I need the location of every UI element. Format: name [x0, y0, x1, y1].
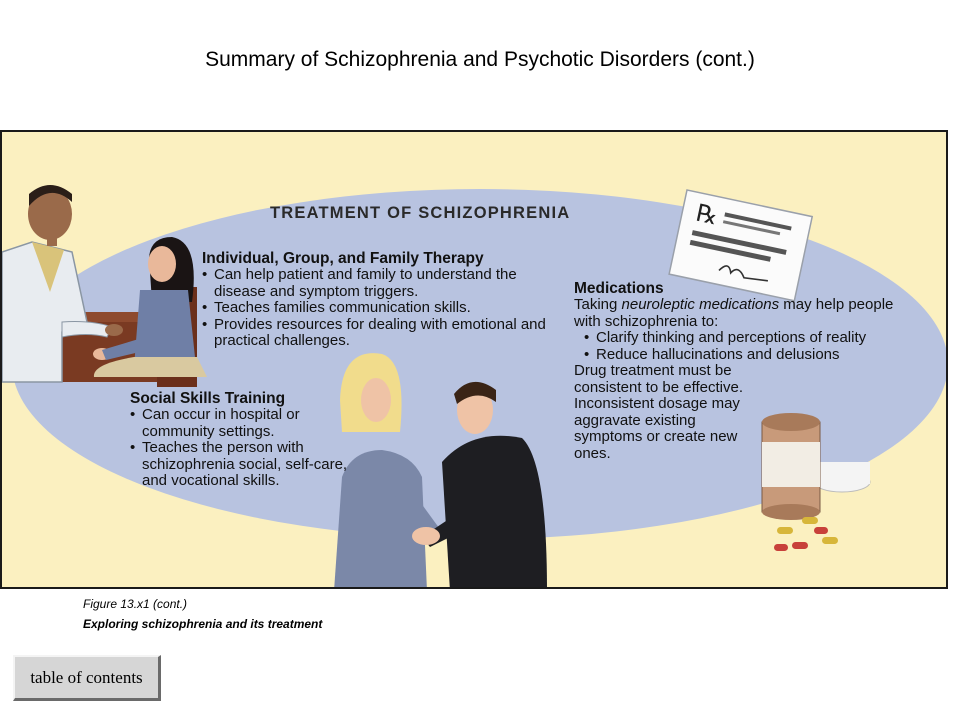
therapy-bullet: Teaches families communication skills.	[202, 299, 572, 317]
figure-heading: TREATMENT OF SCHIZOPHRENIA	[270, 204, 571, 222]
medications-bullet: Clarify thinking and perceptions of real…	[584, 329, 904, 347]
medications-intro-end: may help people with schizophrenia to:	[574, 296, 894, 330]
treatment-figure: ℞	[0, 130, 948, 589]
medications-intro-start: Taking	[574, 296, 622, 313]
table-of-contents-button[interactable]: table of contents	[13, 655, 161, 701]
social-skills-title: Social Skills Training	[130, 390, 286, 407]
figure-caption: Exploring schizophrenia and its treatmen…	[83, 617, 323, 631]
pill-bottle-illustration	[761, 413, 871, 551]
social-skills-bullet: Can occur in hospital or community setti…	[130, 406, 370, 440]
social-skills-section: Social Skills Training Can occur in hosp…	[130, 390, 370, 490]
medications-intro-emphasis: neuroleptic medications	[621, 296, 780, 313]
medications-intro: Taking neuroleptic medications may help …	[574, 296, 904, 330]
handshake-illustration	[334, 353, 547, 587]
therapy-bullet: Can help patient and family to understan…	[202, 266, 572, 300]
medications-bullet: Reduce hallucinations and delusions	[584, 346, 904, 364]
slide-title: Summary of Schizophrenia and Psychotic D…	[205, 48, 755, 71]
therapy-title: Individual, Group, and Family Therapy	[202, 250, 484, 267]
medications-bullets: Clarify thinking and perceptions of real…	[574, 329, 904, 364]
therapy-bullet: Provides resources for dealing with emot…	[202, 316, 572, 350]
figure-number: Figure 13.x1 (cont.)	[83, 597, 188, 611]
medications-title: Medications	[574, 280, 664, 297]
therapy-section: Individual, Group, and Family Therapy Ca…	[202, 250, 572, 350]
prescription-illustration: ℞	[668, 189, 814, 302]
social-skills-bullet: Teaches the person with schizophrenia so…	[130, 439, 370, 490]
medications-section: Medications Taking neuroleptic medicatio…	[574, 280, 904, 462]
social-skills-bullets: Can occur in hospital or community setti…	[130, 406, 370, 490]
therapy-bullets: Can help patient and family to understan…	[202, 266, 572, 350]
therapy-illustration	[2, 185, 207, 387]
svg-text:℞: ℞	[694, 201, 720, 231]
medications-note: Drug treatment must be consistent to be …	[574, 362, 743, 462]
